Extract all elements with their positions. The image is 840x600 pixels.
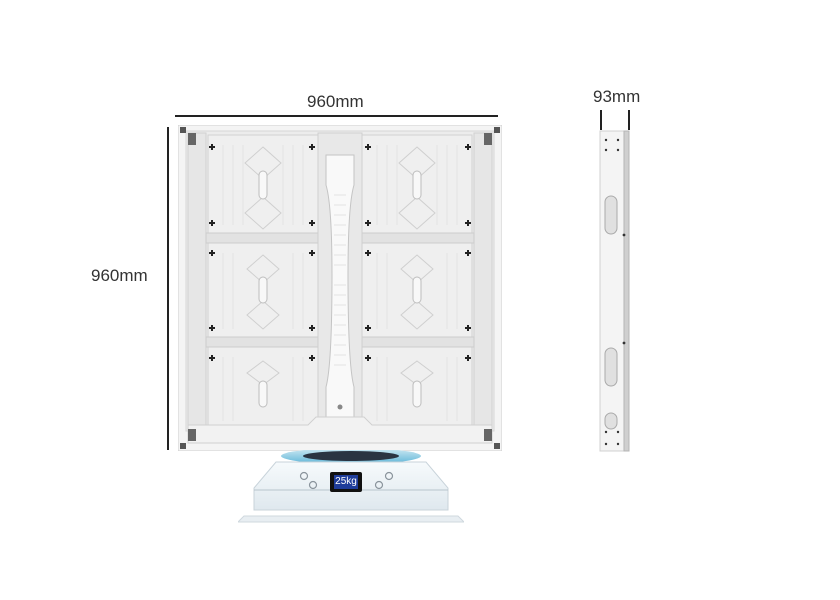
depth-dimension-tick-left	[600, 110, 602, 130]
width-dimension-label: 960mm	[307, 92, 364, 111]
weighing-scale: 25kg	[236, 448, 466, 526]
height-dimension-line	[167, 127, 169, 450]
height-dimension-label: 960mm	[91, 266, 148, 285]
led-cabinet-back-view	[177, 124, 503, 452]
scale-display: 25kg	[334, 475, 358, 489]
depth-dimension-tick-right	[628, 110, 630, 130]
width-dimension-line	[175, 115, 498, 117]
led-cabinet-side-view	[599, 130, 631, 452]
depth-dimension-label: 93mm	[593, 87, 641, 106]
